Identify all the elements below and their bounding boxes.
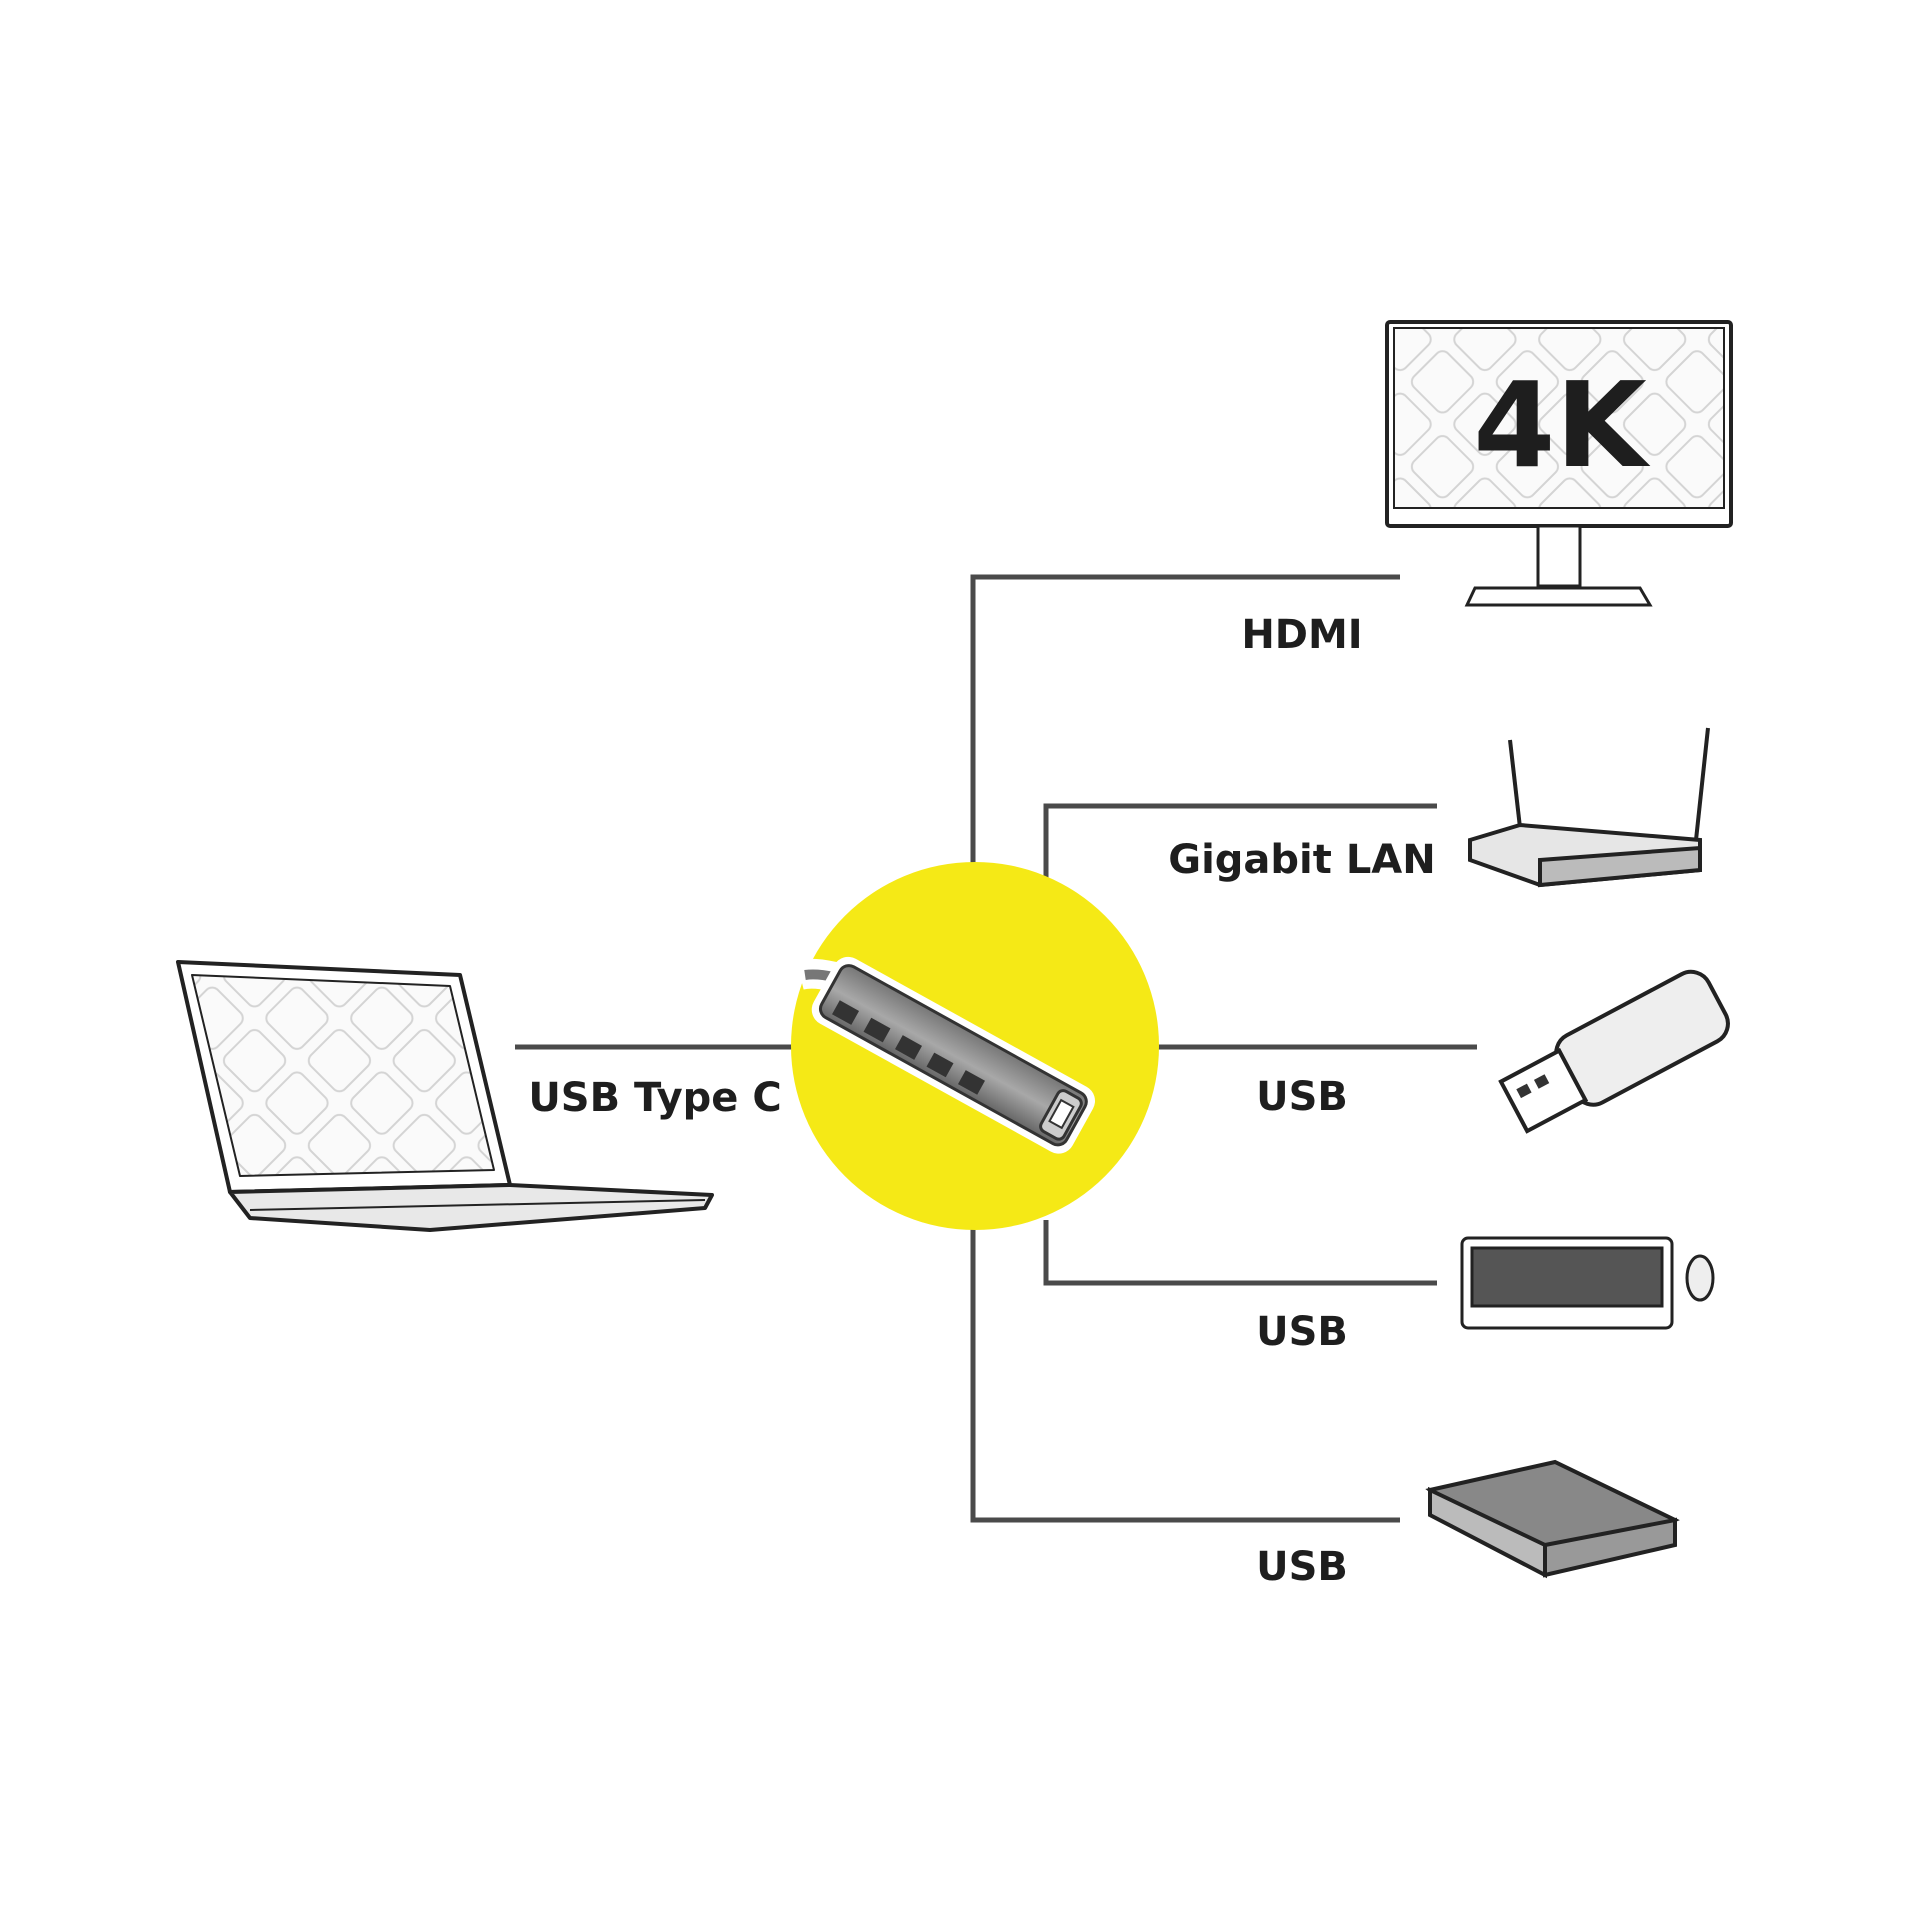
router-icon <box>1468 727 1710 888</box>
label-usb-1: USB <box>1256 1074 1348 1120</box>
connection-lines <box>515 574 1477 1523</box>
label-gigabit-lan: Gigabit LAN <box>1168 837 1436 883</box>
keyboard-and-mouse-icon <box>1460 1236 1715 1330</box>
label-usb-2: USB <box>1256 1309 1348 1355</box>
line-hdmi <box>970 574 1400 870</box>
label-usb-3: USB <box>1256 1544 1348 1590</box>
usb-c-hub-icon <box>796 956 1096 1154</box>
usb-flash-drive-icon <box>1498 969 1730 1134</box>
line-usb-3 <box>970 1225 1400 1523</box>
monitor-icon <box>1385 320 1733 607</box>
laptop-icon <box>176 960 714 1232</box>
monitor-resolution-text: 4K <box>1473 356 1647 494</box>
label-usb-type-c: USB Type C <box>528 1075 782 1121</box>
line-lan <box>1043 803 1437 880</box>
external-hard-drive-icon <box>1425 1459 1680 1579</box>
label-hdmi: HDMI <box>1241 612 1363 658</box>
line-usb-2 <box>1043 1220 1437 1286</box>
